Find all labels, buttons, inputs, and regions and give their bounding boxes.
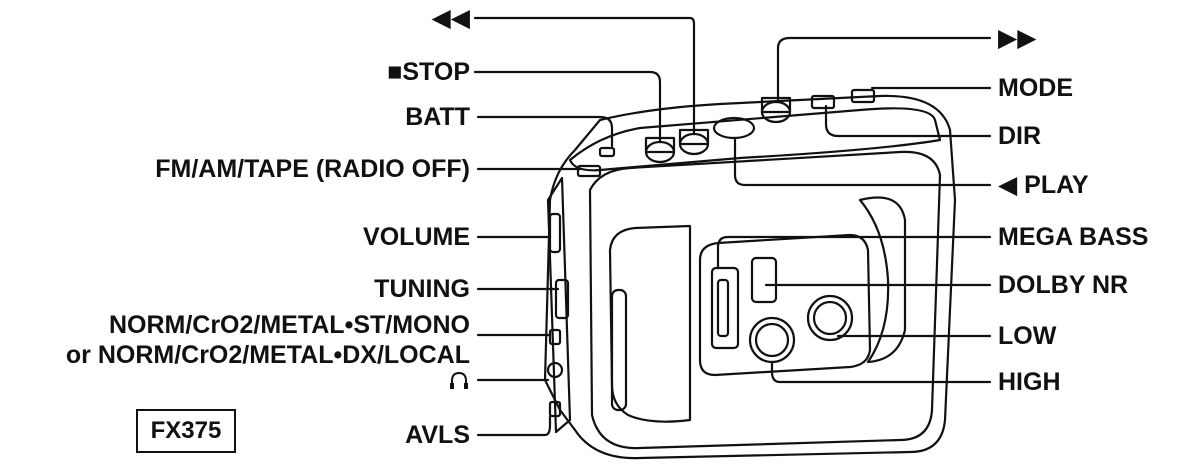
volume-dial	[548, 212, 562, 254]
batt-label: BATT	[405, 103, 470, 131]
mega-bass-switch	[710, 266, 740, 350]
volume-label: VOLUME	[363, 223, 470, 251]
low-knob	[806, 294, 854, 342]
mega-bass-label: MEGA BASS	[998, 223, 1149, 251]
dir-label: DIR	[998, 122, 1042, 150]
headphone-icon	[450, 372, 468, 390]
low-label: LOW	[998, 322, 1057, 350]
headphone-label	[420, 366, 470, 394]
tape-select-switch	[548, 328, 562, 346]
mode-label: MODE	[998, 74, 1073, 102]
device-side	[546, 176, 572, 434]
rewind-label: ◀◀	[431, 4, 470, 32]
dir-switch	[810, 94, 836, 110]
high-label: HIGH	[998, 368, 1061, 396]
radio-switch-label: FM/AM/TAPE (RADIO OFF)	[155, 155, 470, 183]
avls-switch	[548, 400, 562, 418]
avls-label: AVLS	[405, 421, 470, 449]
stop-label: ■STOP	[387, 58, 470, 86]
mode-switch	[850, 88, 876, 104]
play-label: ◀ PLAY	[998, 171, 1089, 199]
tape-window	[608, 224, 692, 423]
tape-select-label-1: NORM/CrO2/METAL•ST/MONO	[108, 311, 470, 339]
tape-select-label-2: or NORM/CrO2/METAL•DX/LOCAL	[65, 341, 470, 369]
tuning-dial	[554, 278, 570, 320]
model-box: FX375	[136, 409, 236, 453]
control-panel	[698, 233, 872, 377]
device-body	[543, 94, 957, 460]
radio-switch	[576, 164, 602, 178]
headphone-jack	[546, 361, 564, 379]
device-front	[588, 150, 942, 450]
fast-forward-label: ▶▶	[998, 24, 1037, 52]
batt-indicator	[598, 146, 616, 158]
tuning-label: TUNING	[374, 275, 470, 303]
dolby-nr-switch	[750, 256, 778, 304]
dolby-nr-label: DOLBY NR	[998, 271, 1129, 299]
